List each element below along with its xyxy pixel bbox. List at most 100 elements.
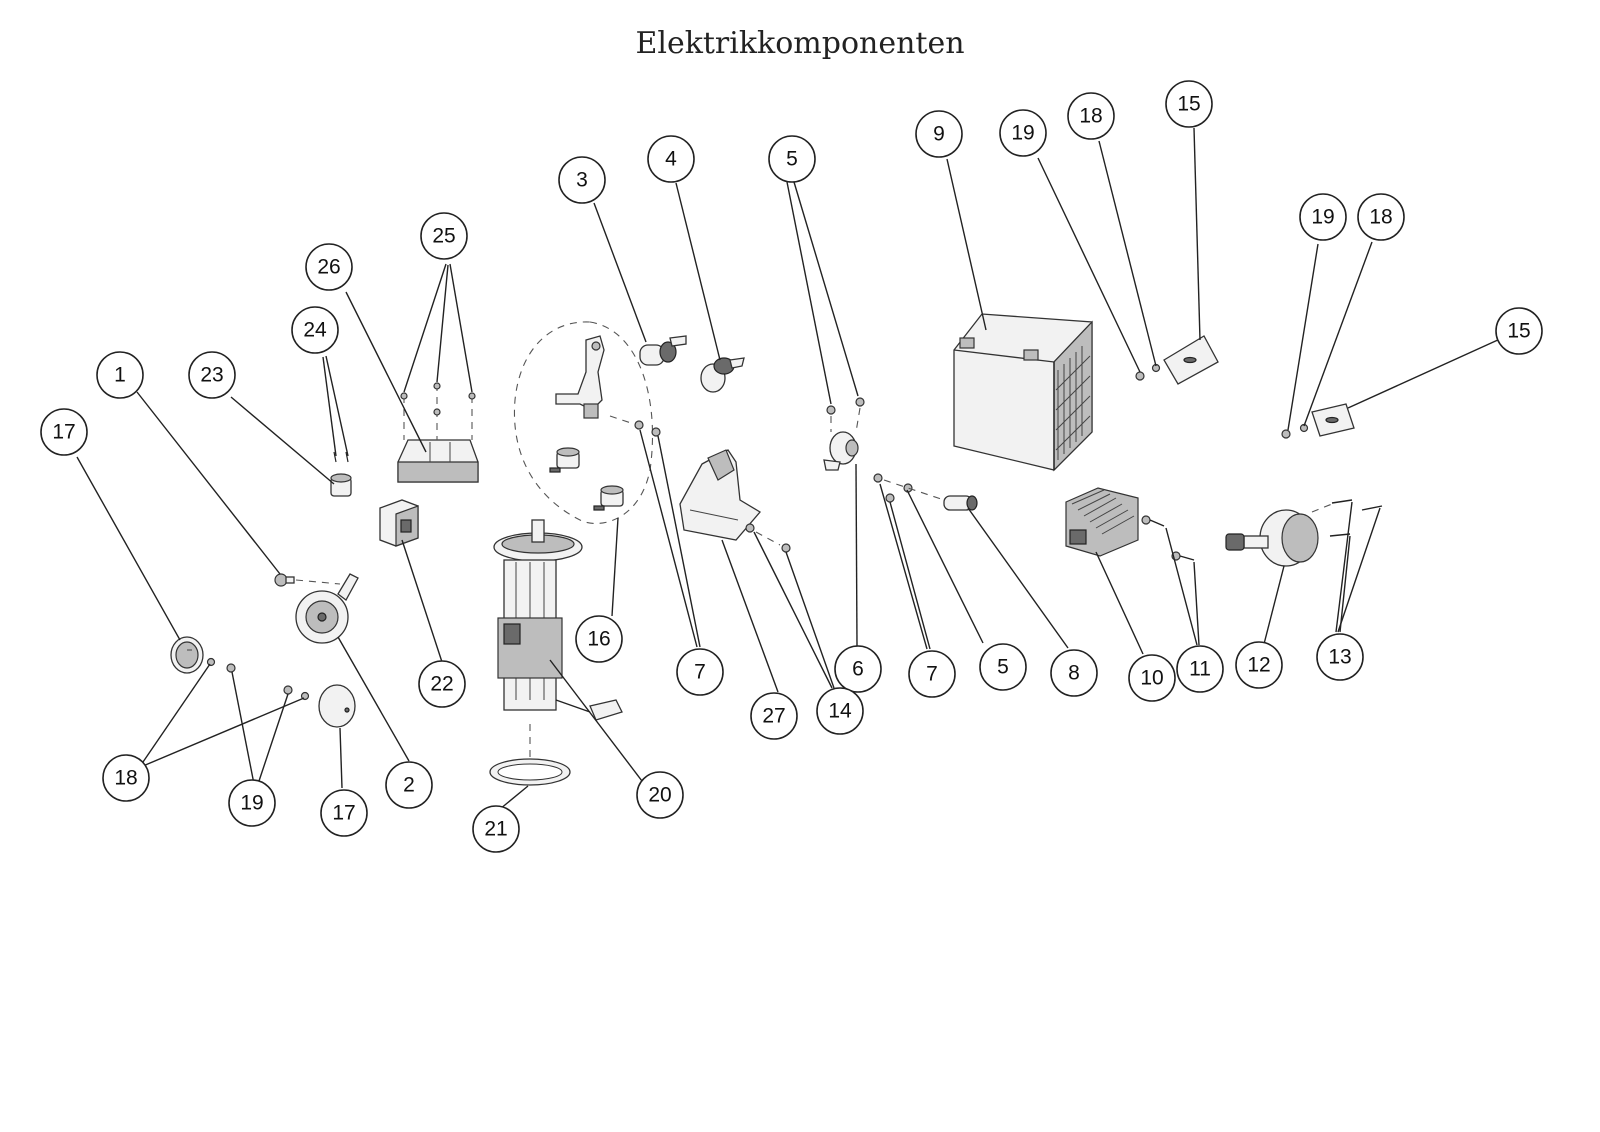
callout-10: 10: [1128, 654, 1176, 702]
callout-22: 22: [418, 660, 466, 708]
svg-text:16: 16: [587, 628, 610, 651]
power-socket-icon: [639, 335, 687, 366]
callout-11: 11: [1176, 645, 1224, 693]
sensor-icon: [330, 451, 352, 497]
svg-text:27: 27: [762, 705, 785, 728]
svg-text:9: 9: [933, 123, 945, 146]
callout-8: 8: [1050, 649, 1098, 697]
leader-lines: [76, 127, 1501, 810]
svg-text:8: 8: [1068, 662, 1080, 685]
callout-26: 26: [305, 243, 353, 291]
svg-text:3: 3: [576, 169, 588, 192]
rubber-cap-icon: [170, 636, 204, 674]
svg-text:4: 4: [665, 148, 677, 171]
svg-text:10: 10: [1140, 667, 1163, 690]
svg-text:6: 6: [852, 658, 864, 681]
connector-icon: [873, 473, 978, 511]
svg-text:22: 22: [430, 673, 453, 696]
rubber-cap-icon: [318, 684, 356, 728]
callout-17: 17: [40, 408, 88, 456]
svg-text:19: 19: [240, 792, 263, 815]
lock-cylinder-icon: [549, 447, 580, 473]
voltage-regulator-icon: [1065, 487, 1195, 561]
callout-1: 1: [96, 351, 144, 399]
svg-text:5: 5: [786, 148, 798, 171]
svg-text:13: 13: [1328, 646, 1351, 669]
callout-4: 4: [647, 135, 695, 183]
callout-16: 16: [575, 615, 623, 663]
callout-14: 14: [816, 687, 864, 735]
callout-6: 6: [834, 645, 882, 693]
callout-27: 27: [750, 692, 798, 740]
callout-2: 2: [385, 761, 433, 809]
fuel-pump-icon: [493, 519, 623, 721]
svg-text:11: 11: [1189, 658, 1211, 681]
battery-icon: [953, 313, 1093, 472]
svg-text:14: 14: [828, 700, 852, 723]
svg-text:7: 7: [694, 661, 706, 684]
svg-text:5: 5: [997, 656, 1009, 679]
screw-icon: [745, 523, 791, 553]
callout-19: 19: [228, 779, 276, 827]
callout-25: 25: [420, 212, 468, 260]
control-module-icon: [397, 439, 479, 483]
page-title: Elektrikkomponenten: [635, 26, 965, 61]
horn-icon: [295, 573, 359, 644]
power-socket-icon: [700, 357, 745, 393]
mounting-plate-icon: [1281, 403, 1355, 439]
svg-text:18: 18: [1079, 105, 1102, 128]
callout-3: 3: [558, 156, 606, 204]
svg-text:18: 18: [1369, 206, 1392, 229]
callout-20: 20: [636, 771, 684, 819]
svg-text:21: 21: [484, 818, 507, 841]
svg-text:25: 25: [432, 225, 455, 248]
svg-text:17: 17: [52, 421, 75, 444]
callout-12: 12: [1235, 641, 1283, 689]
svg-text:15: 15: [1177, 93, 1200, 116]
starter-motor-icon: [1225, 499, 1383, 567]
seal-ring-icon: [489, 758, 571, 786]
callout-19: 19: [999, 109, 1047, 157]
sensor-icon: [823, 431, 859, 471]
svg-text:18: 18: [114, 767, 137, 790]
callout-19: 19: [1299, 193, 1347, 241]
svg-text:19: 19: [1011, 122, 1034, 145]
screw-icon: [609, 415, 661, 437]
callout-18: 18: [1067, 92, 1115, 140]
svg-text:23: 23: [200, 364, 223, 387]
callout-15: 15: [1165, 80, 1213, 128]
svg-text:12: 12: [1247, 654, 1270, 677]
callout-5: 5: [768, 135, 816, 183]
callout-13: 13: [1316, 633, 1364, 681]
svg-text:7: 7: [926, 663, 938, 686]
mounting-plate-icon: [1135, 335, 1219, 385]
callout-17: 17: [320, 789, 368, 837]
callout-21: 21: [472, 805, 520, 853]
svg-text:17: 17: [332, 802, 355, 825]
callout-5: 5: [979, 643, 1027, 691]
svg-text:2: 2: [403, 774, 415, 797]
svg-text:1: 1: [114, 364, 126, 387]
callout-15: 15: [1495, 307, 1543, 355]
horn-bolt-icon: [274, 573, 295, 587]
callout-23: 23: [188, 351, 236, 399]
screw-icon: [400, 382, 476, 440]
washer-icon: [206, 657, 310, 701]
callout-18: 18: [102, 754, 150, 802]
svg-text:15: 15: [1507, 320, 1530, 343]
svg-text:26: 26: [317, 256, 340, 279]
bracket-icon: [679, 449, 761, 541]
callout-9: 9: [915, 110, 963, 158]
callout-24: 24: [291, 306, 339, 354]
callout-7: 7: [676, 648, 724, 696]
callout-18: 18: [1357, 193, 1405, 241]
screw-icon: [826, 397, 865, 433]
relay-icon: [379, 499, 419, 547]
lock-cylinder-icon: [593, 485, 624, 511]
svg-text:24: 24: [303, 319, 327, 342]
svg-text:20: 20: [648, 784, 671, 807]
svg-text:19: 19: [1311, 206, 1334, 229]
ignition-switch-icon: [555, 335, 605, 419]
callout-7: 7: [908, 650, 956, 698]
